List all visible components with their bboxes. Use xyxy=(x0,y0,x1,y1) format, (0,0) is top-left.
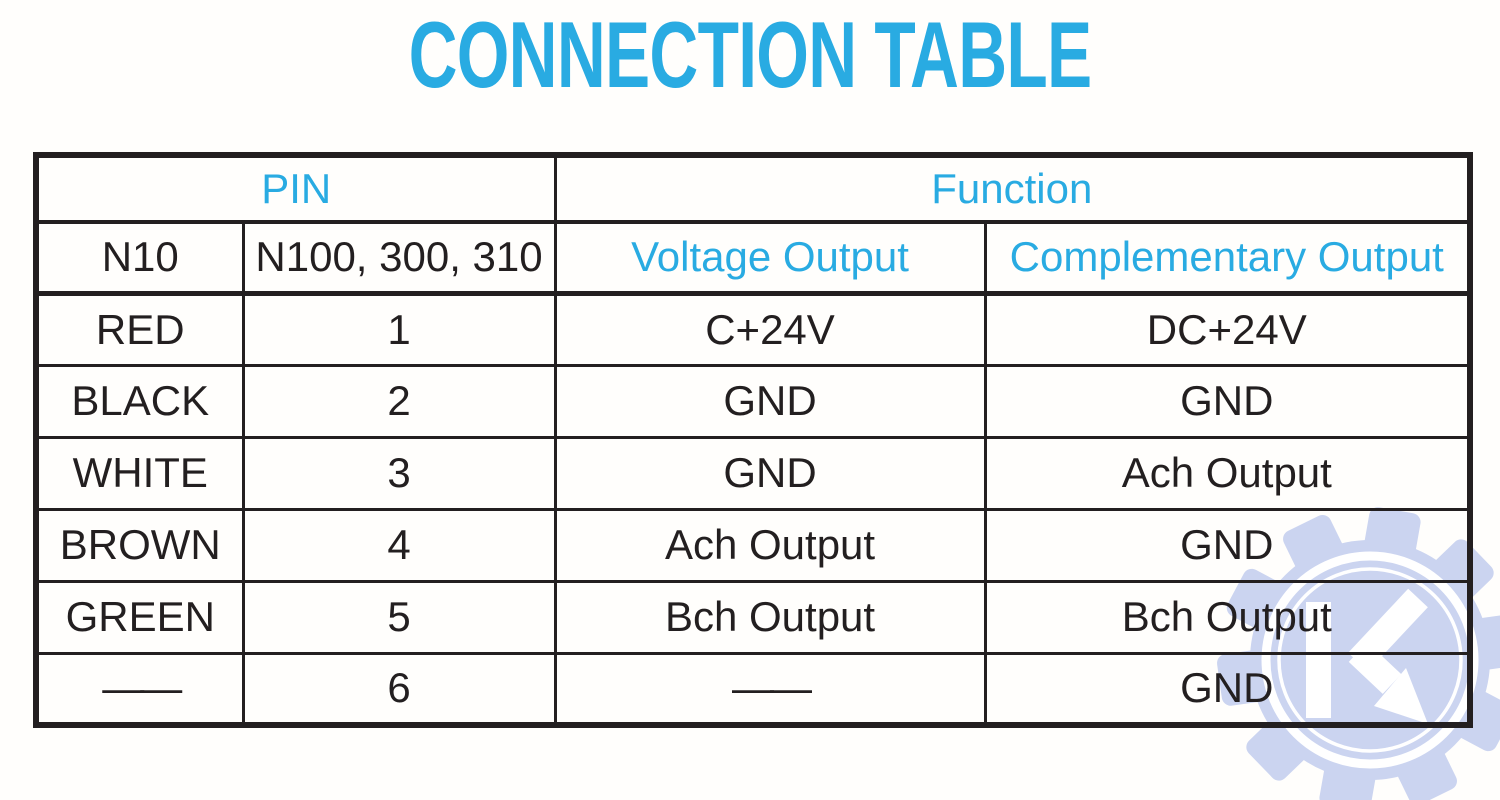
table-cell: 2 xyxy=(241,363,557,439)
group-header-function: Function xyxy=(553,153,1472,224)
table-cell: 4 xyxy=(241,507,557,583)
sub-header-n10: N10 xyxy=(34,220,245,296)
table-cell-dash: —— xyxy=(34,651,245,727)
table-cell: GREEN xyxy=(34,579,245,655)
table-row-white: WHITE 3 GND Ach Output xyxy=(34,435,1472,511)
group-header-pin: PIN xyxy=(34,153,557,224)
table-cell: 5 xyxy=(241,579,557,655)
table-cell: 1 xyxy=(241,291,557,367)
table-cell: GND xyxy=(983,651,1472,727)
table-cell: BLACK xyxy=(34,363,245,439)
table-cell: BROWN xyxy=(34,507,245,583)
table-row-none: —— 6 —— GND xyxy=(34,651,1472,727)
table-cell: Bch Output xyxy=(553,579,987,655)
table-cell-dash: —— xyxy=(553,651,987,727)
table-cell: Ach Output xyxy=(553,507,987,583)
sub-header-voltage-output: Voltage Output xyxy=(553,220,987,296)
table-row-green: GREEN 5 Bch Output Bch Output xyxy=(34,579,1472,655)
table-row-brown: BROWN 4 Ach Output GND xyxy=(34,507,1472,583)
table-cell: 6 xyxy=(241,651,557,727)
table-row-black: BLACK 2 GND GND xyxy=(34,363,1472,439)
table-cell: GND xyxy=(553,435,987,511)
table-group-header-row: PIN Function xyxy=(34,153,1472,224)
table-cell: GND xyxy=(553,363,987,439)
table-cell: Bch Output xyxy=(983,579,1472,655)
table-cell: C+24V xyxy=(553,291,987,367)
table-cell: WHITE xyxy=(34,435,245,511)
connection-table: PIN Function N10 N100, 300, 310 Voltage … xyxy=(33,152,1474,728)
sub-header-n100-300-310: N100, 300, 310 xyxy=(241,220,557,296)
sub-header-complementary-output: Complementary Output xyxy=(983,220,1472,296)
table-cell: RED xyxy=(34,291,245,367)
table-cell: DC+24V xyxy=(983,291,1472,367)
table-cell: 3 xyxy=(241,435,557,511)
table-cell: GND xyxy=(983,507,1472,583)
page-title: CONNECTION TABLE xyxy=(408,2,1093,107)
table-row-red: RED 1 C+24V DC+24V xyxy=(34,291,1472,367)
table-sub-header-row: N10 N100, 300, 310 Voltage Output Comple… xyxy=(34,220,1472,296)
table-cell: Ach Output xyxy=(983,435,1472,511)
table-cell: GND xyxy=(983,363,1472,439)
